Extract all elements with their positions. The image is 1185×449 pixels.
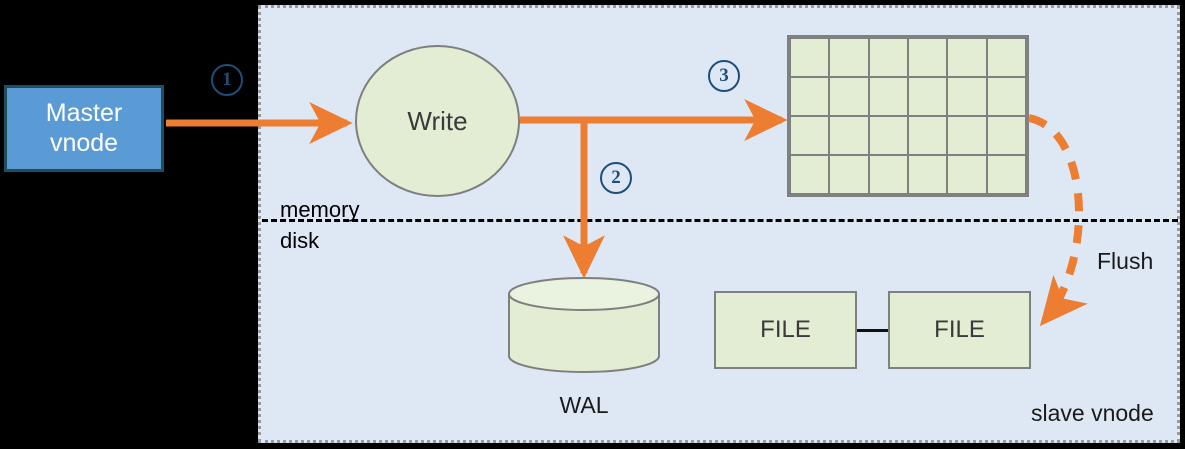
step-number-3-text: 3 <box>719 65 729 86</box>
memtable-cell <box>947 155 987 194</box>
wal-cylinder-body <box>508 293 660 373</box>
file-box-1-label: FILE <box>760 316 811 343</box>
wal-cylinder-top <box>508 277 660 311</box>
master-vnode-box[interactable]: Master vnode <box>4 85 164 172</box>
memtable-cell <box>986 77 1026 116</box>
file-box-1[interactable]: FILE <box>714 291 857 369</box>
disk-label: disk <box>280 228 320 253</box>
write-node-label: Write <box>407 105 468 136</box>
memtable-cell <box>907 38 948 77</box>
memtable-cell <box>907 77 948 116</box>
memtable-cell <box>829 77 869 116</box>
memtable-cell <box>829 155 869 194</box>
write-node[interactable]: Write <box>355 45 520 197</box>
memtable-cell <box>790 116 830 155</box>
memtable-cell <box>986 38 1026 77</box>
memtable-cell <box>986 155 1026 194</box>
memtable-cell <box>868 155 908 194</box>
memtable-cell <box>829 116 869 155</box>
memtable-cell <box>868 116 908 155</box>
wal-cylinder[interactable] <box>508 277 660 373</box>
step-number-3: 3 <box>708 60 740 92</box>
memtable-grid <box>787 35 1029 197</box>
step-number-1: 1 <box>211 64 243 96</box>
file-box-2-label: FILE <box>934 316 985 343</box>
memory-disk-separator <box>262 219 1178 222</box>
step-number-1-text: 1 <box>222 69 232 90</box>
memtable-cell <box>947 116 987 155</box>
master-vnode-label-line2: vnode <box>49 128 119 157</box>
memtable-cell <box>790 38 830 77</box>
memtable-cell <box>790 77 830 116</box>
memtable-cell <box>829 38 869 77</box>
memtable-cell <box>907 116 948 155</box>
memtable-cell <box>947 77 987 116</box>
wal-label: WAL <box>559 392 609 418</box>
memtable-cell <box>868 77 908 116</box>
flush-label: Flush <box>1097 248 1154 274</box>
file-box-2[interactable]: FILE <box>888 291 1031 369</box>
memtable-cell <box>907 155 948 194</box>
master-vnode-label-line1: Master <box>45 99 123 127</box>
file-link-connector <box>857 329 888 332</box>
memtable-cell <box>986 116 1026 155</box>
step-number-2: 2 <box>600 162 632 194</box>
step-number-2-text: 2 <box>611 167 621 188</box>
memory-label: memory <box>280 197 360 222</box>
memtable-cell <box>947 38 987 77</box>
memtable-cell <box>868 38 908 77</box>
slave-vnode-label: slave vnode <box>1031 400 1154 426</box>
memtable-cell <box>790 155 830 194</box>
